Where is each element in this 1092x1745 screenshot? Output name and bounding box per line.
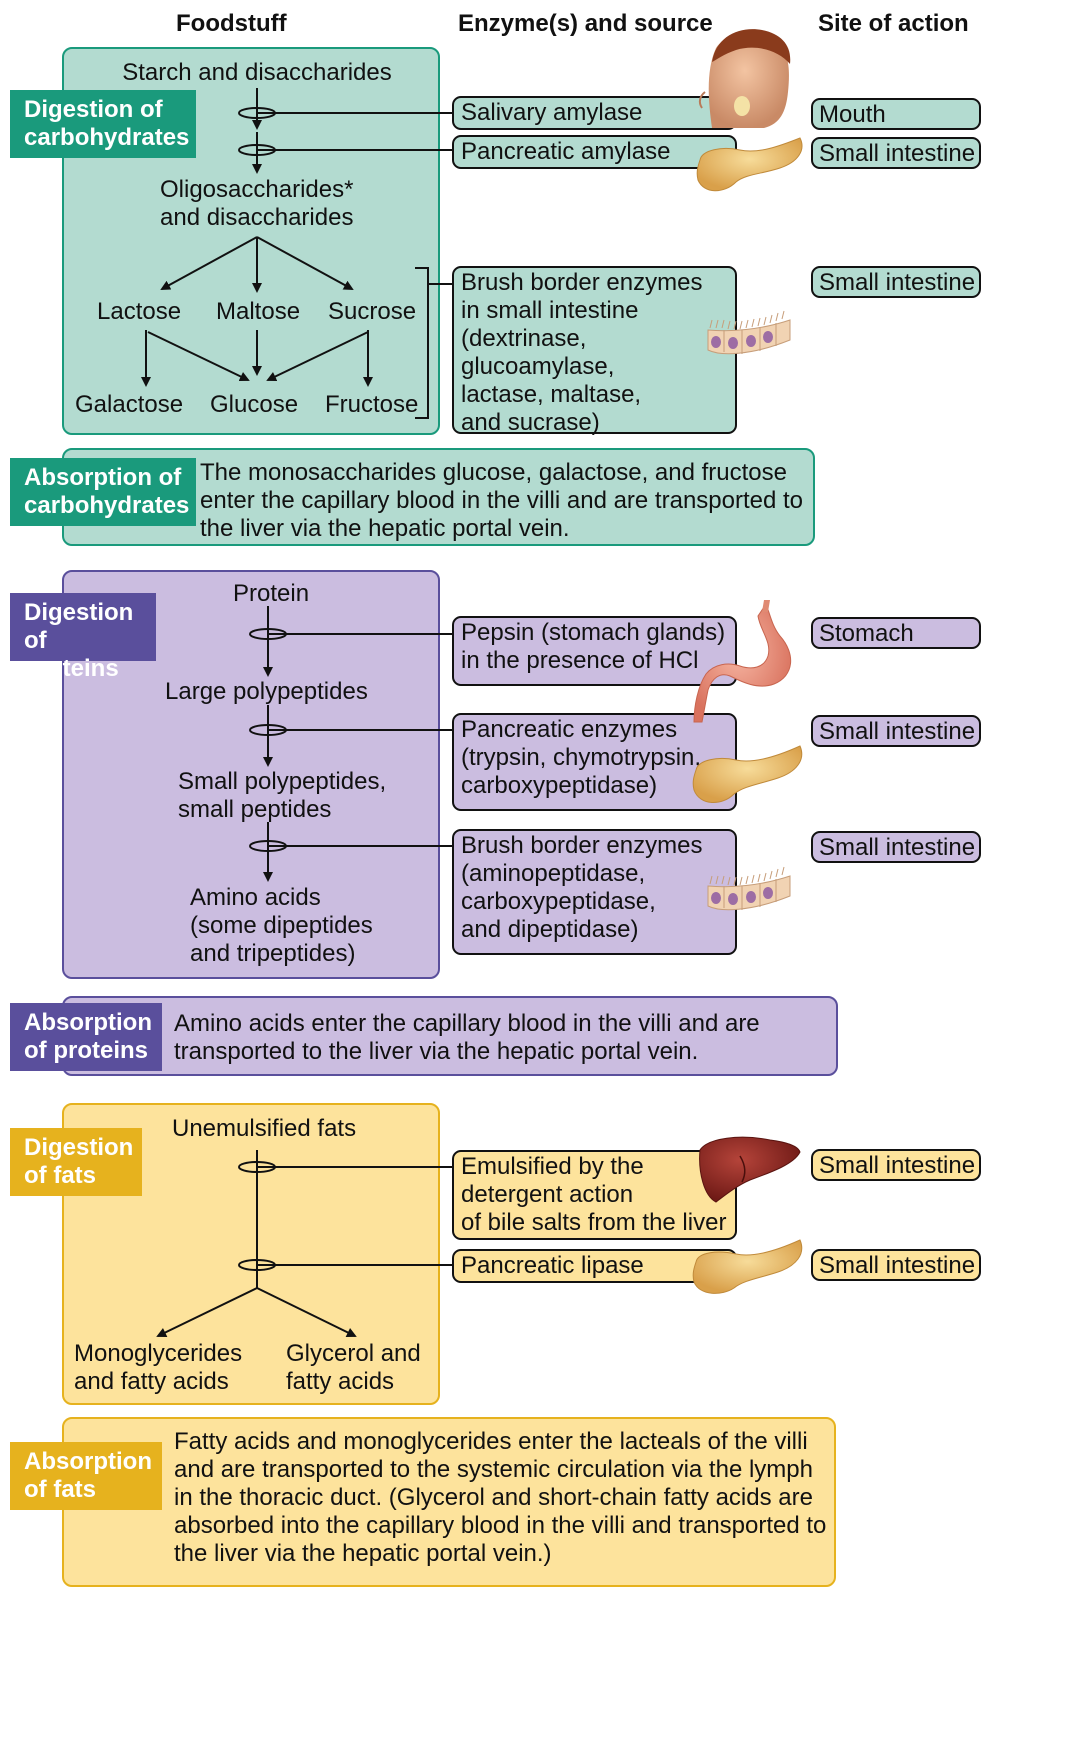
site-protein-small-intestine-2: Small intestine [811,831,981,863]
fat-start: Unemulsified fats [172,1115,357,1142]
protein-absorption-text: Amino acids enter the capillary blood in… [174,1010,760,1065]
carb-start: Starch and disaccharides [122,59,392,86]
protein-step-amino-acids: Amino acids (some dipeptides and tripept… [190,884,373,967]
carb-maltose: Maltose [216,298,301,325]
enzyme-carb-brush-border: Brush border enzymes in small intestine … [452,266,737,436]
site-stomach: Stomach [811,617,981,649]
carb-arrow-sucrose-glucose [266,331,369,382]
site-carb-small-intestine-2: Small intestine [811,266,981,298]
protein-step-large-polypeptides: Large polypeptides [165,678,368,705]
liver-icon [699,1136,801,1203]
carb-lactose: Lactose [97,298,182,325]
protein-absorption-panel [62,996,838,1076]
intestinal-cells-icon [707,310,791,355]
head-icon [698,29,791,128]
carb-galactose: Galactose [75,391,184,418]
carb-absorption-text: The monosaccharides glucose, galactose, … [200,459,804,542]
carb-digestion-tag: Digestion of carbohydrates [10,90,196,158]
fat-absorption-tag: Absorption of fats [10,1442,162,1510]
enzyme-bile-salts: Emulsified by the detergent action of bi… [452,1150,737,1240]
protein-step-protein: Protein [233,580,310,607]
carb-arrow-sucrose [256,236,354,290]
carb-arrow-lactose-glucose [147,331,250,382]
carb-fructose: Fructose [325,391,419,418]
site-mouth: Mouth [811,98,981,130]
fat-absorption-panel [62,1417,836,1587]
protein-digestion-tag: Digestion of proteins [10,593,156,682]
stomach-icon [693,600,792,723]
fat-product-monoglycerides: Monoglycerides and fatty acids [74,1340,243,1395]
header-site: Site of action [818,10,969,37]
fat-arrow-monoglycerides [156,1287,258,1338]
fat-product-glycerol: Glycerol and fatty acids [286,1340,421,1395]
fat-arrow-glycerol [256,1287,357,1337]
site-protein-small-intestine-1: Small intestine [811,715,981,747]
pancreas-icon [692,1239,803,1294]
enzyme-salivary-amylase: Salivary amylase [452,96,737,130]
carb-glucose: Glucose [210,391,299,418]
carb-arrow-lactose [160,236,258,290]
header-enzymes: Enzyme(s) and source [458,10,713,37]
carb-sucrose: Sucrose [328,298,417,325]
site-fat-small-intestine-1: Small intestine [811,1149,981,1181]
protein-absorption-tag: Absorption of proteins [10,1003,162,1071]
site-carb-small-intestine-1: Small intestine [811,137,981,169]
intestinal-cells-icon [707,866,791,911]
enzyme-pancreatic-amylase: Pancreatic amylase [452,135,737,169]
protein-step-small-polypeptides: Small polypeptides, small peptides [178,768,387,823]
enzyme-pancreatic-proteases: Pancreatic enzymes (trypsin, chymotrypsi… [452,713,737,811]
pancreas-icon [696,137,803,192]
enzyme-protein-brush-border: Brush border enzymes (aminopeptidase, ca… [452,829,737,955]
enzyme-pancreatic-lipase: Pancreatic lipase [452,1249,737,1283]
carb-bracket [415,267,429,419]
carb-intermediate: Oligosaccharides* and disaccharides [160,176,354,231]
carb-absorption-tag: Absorption of carbohydrates [10,458,196,526]
pancreas-icon [692,745,803,803]
header-foodstuff: Foodstuff [176,10,287,37]
site-fat-small-intestine-2: Small intestine [811,1249,981,1281]
enzyme-pepsin: Pepsin (stomach glands) in the presence … [452,616,737,686]
fat-absorption-text: Fatty acids and monoglycerides enter the… [174,1428,827,1567]
fat-digestion-tag: Digestion of fats [10,1128,142,1196]
